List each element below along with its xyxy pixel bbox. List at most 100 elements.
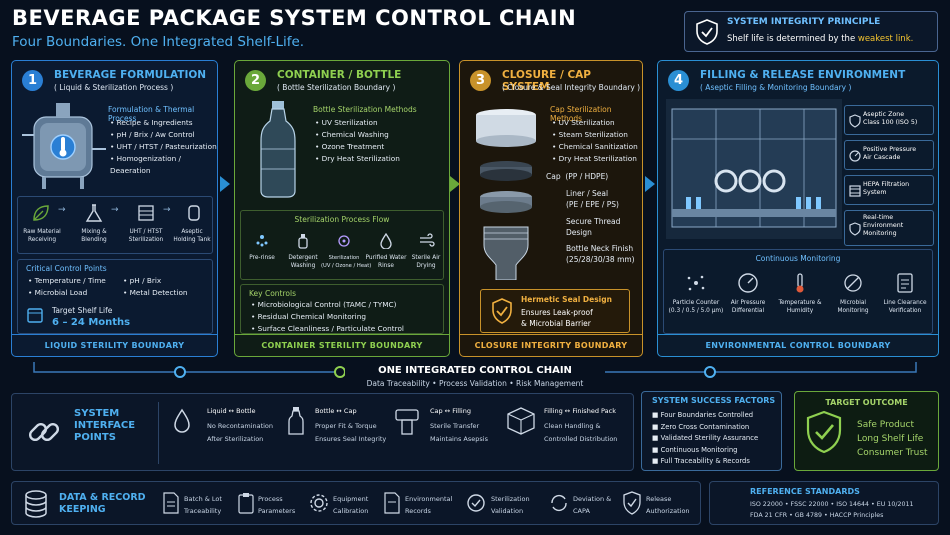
divider xyxy=(158,402,159,464)
column-subtitle: ( Closure & Seal Integrity Boundary ) xyxy=(502,83,641,92)
records-item: Process Parameters xyxy=(258,495,296,515)
records-item: Batch & Lot Traceability xyxy=(184,495,222,515)
interface-item-text: Sterile Transfer xyxy=(430,422,480,430)
key-controls-box: Key Controls Microbiological Control (TA… xyxy=(240,284,444,334)
success-title: SYSTEM SUCCESS FACTORS xyxy=(652,396,776,405)
document-icon xyxy=(384,492,400,514)
step-number: 2 xyxy=(245,70,266,91)
flow-title: Sterilization Process Flow xyxy=(294,215,390,224)
section-title: Bottle Sterilization Methods xyxy=(313,105,417,114)
step-label: Raw Material Receiving xyxy=(23,229,61,243)
integrity-principle-box: SYSTEM INTEGRITY PRINCIPLE Shelf life is… xyxy=(684,11,938,52)
column-subtitle: ( Liquid & Sterilization Process ) xyxy=(54,83,174,92)
column-title: CLOSURE / CAP SYSTEM xyxy=(502,69,591,93)
link-icon xyxy=(28,422,60,442)
cap-methods-list: UV SterilizationSteam SterilizationChemi… xyxy=(552,117,638,165)
step-label: Aseptic Holding Tank xyxy=(173,229,211,243)
process-steps-box: → → → Raw Material Receiving Mixing & Bl… xyxy=(17,196,213,254)
interface-item-text: No Recontamination xyxy=(207,422,274,430)
integrity-title: SYSTEM INTEGRITY PRINCIPLE xyxy=(727,17,881,27)
column-filling-environment: 4 FILLING & RELEASE ENVIRONMENT ( Asepti… xyxy=(657,60,939,357)
interface-item-title: Filling ↔ Finished Pack xyxy=(544,407,616,415)
flow-arrow: → xyxy=(58,205,66,215)
calendar-icon xyxy=(27,308,43,323)
interface-item-title: Bottle ↔ Cap xyxy=(315,407,357,415)
interface-item-title: Cap ↔ Filling xyxy=(430,407,471,415)
flow-step: Sterilization (UV / Ozone / Heat) xyxy=(321,255,372,269)
page-title: BEVERAGE PACKAGE SYSTEM CONTROL CHAIN xyxy=(12,6,577,30)
shield-check-icon xyxy=(696,19,718,45)
outcome-title: TARGET OUTCOME xyxy=(825,398,908,407)
shelf-life-label: Target Shelf Life xyxy=(52,306,113,315)
interface-title: SYSTEM INTERFACE POINTS xyxy=(74,408,136,443)
checklist-icon xyxy=(897,273,913,293)
boundary-label: CLOSURE INTEGRITY BOUNDARY xyxy=(460,334,642,356)
interface-item-text: Ensures Seal Integrity xyxy=(315,435,387,443)
step-label: UHT / HTST Sterilization xyxy=(128,229,164,243)
flow-step: Detergent Washing xyxy=(288,255,318,269)
water-drop-icon xyxy=(380,233,392,249)
part-cap: Cap (PP / HDPE) xyxy=(546,172,609,181)
standards-line-2: FDA 21 CFR • GB 4789 • HACCP Principles xyxy=(750,512,884,519)
holding-tank-icon xyxy=(188,205,200,221)
gear-icon xyxy=(310,494,328,512)
boundary-label: ENVIRONMENTAL CONTROL BOUNDARY xyxy=(658,334,938,356)
document-icon xyxy=(163,492,179,514)
monitoring-box: Continuous Monitoring Particle Counter (… xyxy=(663,249,933,334)
column-subtitle: ( Aseptic Filling & Monitoring Boundary … xyxy=(700,83,852,92)
particle-icon xyxy=(687,275,705,291)
column-title: CONTAINER / BOTTLE xyxy=(277,69,402,81)
cycle-icon xyxy=(551,494,567,512)
chain-subtitle: Data Traceability • Process Validation •… xyxy=(366,379,584,388)
bottle-icon xyxy=(288,407,304,435)
database-icon xyxy=(25,490,47,518)
records-item: Equipment Calibration xyxy=(333,495,369,515)
records-item: Deviation & CAPA xyxy=(573,495,612,515)
data-records-panel: DATA & RECORD KEEPING Batch & Lot Tracea… xyxy=(11,481,701,525)
ccp-title: Critical Control Points xyxy=(26,264,107,273)
step-number: 1 xyxy=(22,70,43,91)
uv-icon xyxy=(338,235,350,247)
monitor-item: Line Clearance Verification xyxy=(883,300,927,314)
standards-title: REFERENCE STANDARDS xyxy=(750,487,860,496)
key-controls-title: Key Controls xyxy=(249,289,296,298)
column-title: FILLING & RELEASE ENVIRONMENT xyxy=(700,69,906,81)
ccp-list-a: Temperature / TimeMicrobial Load xyxy=(28,275,106,299)
part-neck: Bottle Neck Finish (25/28/30/38 mm) xyxy=(566,244,635,264)
ccp-box: Critical Control Points Temperature / Ti… xyxy=(17,259,213,334)
chain-title-bg xyxy=(345,366,605,378)
monitor-item: Particle Counter (0.3 / 0.5 / 5.0 µm) xyxy=(668,300,724,314)
records-item: Sterilization Validation xyxy=(491,495,530,515)
step-label: Mixing & Blending xyxy=(81,229,107,243)
air-icon xyxy=(420,233,435,247)
records-item: Environmental Records xyxy=(405,495,453,515)
boundary-label: LIQUID STERILITY BOUNDARY xyxy=(12,334,217,356)
monitor-item: Air Pressure Differential xyxy=(730,300,766,314)
flow-arrow xyxy=(450,176,460,192)
filter-icon xyxy=(849,185,861,197)
reference-standards-panel: REFERENCE STANDARDS ISO 22000 • FSSC 220… xyxy=(709,481,939,525)
column-closure-cap: 3 CLOSURE / CAP SYSTEM ( Closure & Seal … xyxy=(459,60,643,357)
microbe-icon xyxy=(844,274,862,292)
interface-item-text: Clean Handling & xyxy=(544,422,601,430)
sterilization-icon xyxy=(467,494,485,512)
gauge-icon xyxy=(738,273,758,293)
interface-item-text: After Sterilization xyxy=(207,435,264,443)
flow-arrow: → xyxy=(163,205,171,215)
success-list: ■ Four Boundaries Controlled■ Zero Cross… xyxy=(652,411,759,465)
column-subtitle: ( Bottle Sterilization Boundary ) xyxy=(277,83,396,92)
flow-arrow: → xyxy=(111,205,119,215)
tag-positive-pressure: Positive Pressure Air Cascade xyxy=(844,140,934,170)
records-item: Release Authorization xyxy=(646,495,690,515)
detergent-icon xyxy=(298,234,308,249)
interface-item-text: Maintains Asepsis xyxy=(430,435,488,443)
integrity-text: Shelf life is determined by the weakest … xyxy=(727,34,914,44)
monitor-item: Temperature & Humidity xyxy=(778,300,822,314)
flow-box: Sterilization Process Flow Pre-rinse Det… xyxy=(240,210,444,280)
flask-icon xyxy=(85,204,103,222)
success-factors-panel: SYSTEM SUCCESS FACTORS ■ Four Boundaries… xyxy=(641,391,782,471)
water-drop-icon xyxy=(174,408,190,433)
flow-arrow xyxy=(645,176,655,192)
